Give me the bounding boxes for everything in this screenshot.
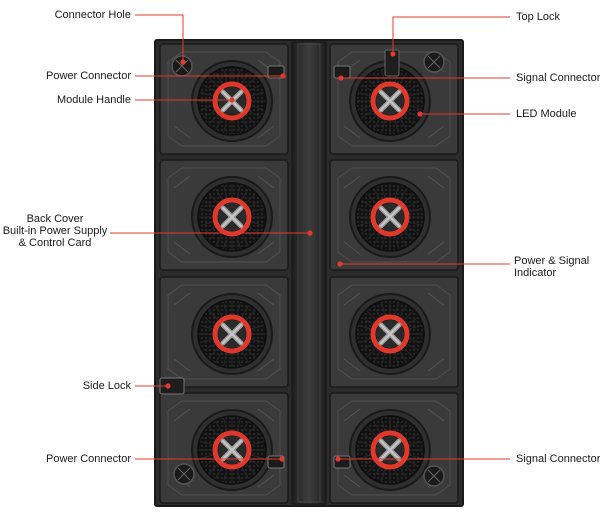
led-module [329,276,459,388]
callout-dot [165,383,171,389]
label-module-handle: Module Handle [57,94,131,106]
label-led-module: LED Module [516,108,577,120]
callout-leader-line [392,16,510,54]
module-handle-ring [370,430,410,470]
module-handle-ring [212,430,252,470]
led-module [159,43,289,155]
label-power-connector-bottom: Power Connector [46,453,131,465]
module-handle-ring [370,197,410,237]
module-handle-ring [212,197,252,237]
led-module [159,159,289,271]
top-lock [384,49,400,77]
label-back-cover: Back Cover Built-in Power Supply & Contr… [0,213,110,249]
led-module [159,276,289,388]
callout-dot [180,59,186,65]
connector-plug [267,65,285,79]
label-side-lock: Side Lock [82,380,131,392]
label-top-lock: Top Lock [516,11,561,23]
callout-dot [390,51,396,57]
module-handle-ring [370,314,410,354]
label-power-connector-top: Power Connector [46,70,131,82]
label-signal-connector-top: Signal Connector [516,72,600,84]
callout-leader-line [135,14,184,62]
module-handle-ring [370,81,410,121]
label-back-cover-line2: Built-in Power Supply [2,225,108,237]
callout-dot [307,230,313,236]
label-back-cover-line3: & Control Card [18,237,92,249]
callout-dot [417,111,423,117]
led-module [329,43,459,155]
label-power-signal-line1: Power & Signal [514,255,590,267]
module-handle-ring [212,81,252,121]
callout-dot [338,75,344,81]
callout-dot [335,456,341,462]
callout-dot [279,456,285,462]
label-connector-hole: Connector Hole [54,9,131,21]
center-spine [291,41,327,505]
label-back-cover-line1: Back Cover [26,213,84,225]
led-module [159,392,289,504]
callout-dot [337,261,343,267]
led-module [329,392,459,504]
label-power-signal-indicator: Power & Signal Indicator [514,255,589,279]
led-module [329,159,459,271]
module-handle-ring [212,314,252,354]
callout-dot [280,73,286,79]
label-signal-connector-bottom: Signal Connector [516,453,600,465]
label-power-signal-line2: Indicator [514,267,557,279]
callout-dot [229,97,235,103]
